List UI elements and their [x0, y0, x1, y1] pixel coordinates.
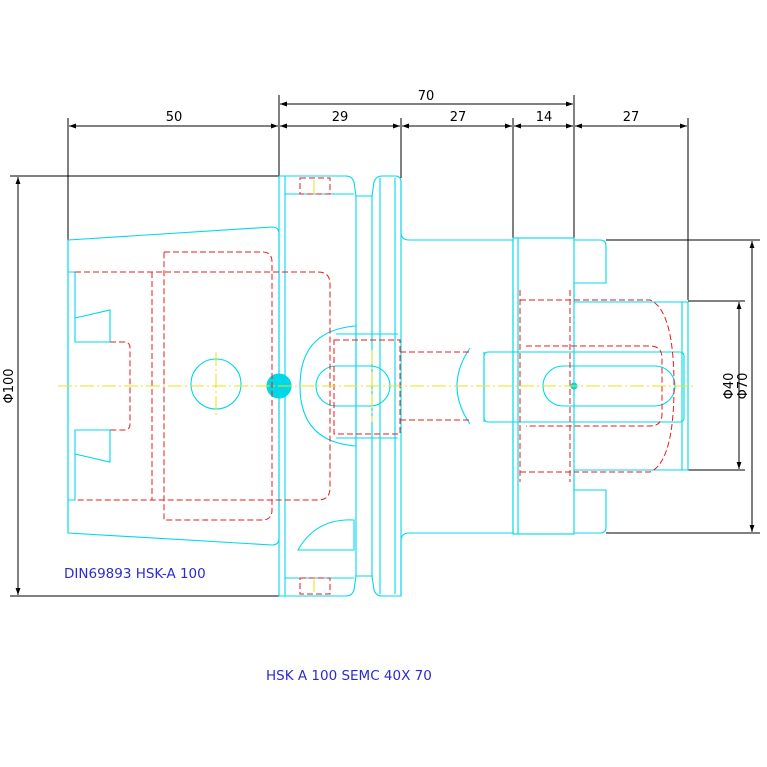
dimension-lines	[15, 101, 755, 595]
dim-dia-40: Φ40	[722, 373, 737, 400]
taper-drive-slot-top	[68, 271, 111, 343]
dim-overall-70: 70	[418, 89, 435, 104]
dim-dia-100: Φ100	[2, 368, 17, 403]
dimension-texts: 70 50 29 27 14 27 Φ100 Φ40 Φ70	[2, 89, 751, 404]
dim-flange-29: 29	[332, 110, 349, 125]
dim-collar-14: 14	[536, 110, 553, 125]
extension-lines	[10, 95, 760, 597]
spec-label: DIN69893 HSK-A 100	[64, 566, 206, 582]
center-lines	[58, 180, 696, 594]
dim-neck-27: 27	[450, 110, 467, 125]
dim-bore-27: 27	[623, 110, 640, 125]
dim-taper-50: 50	[166, 110, 183, 125]
dim-dia-70: Φ70	[736, 373, 751, 400]
flange-keyway-bottom	[297, 519, 355, 551]
bore-sleeve	[483, 351, 685, 423]
flange-outline	[278, 175, 402, 597]
taper-drive-slot-bottom	[68, 429, 111, 501]
part-label: HSK A 100 SEMC 40X 70	[266, 668, 432, 684]
